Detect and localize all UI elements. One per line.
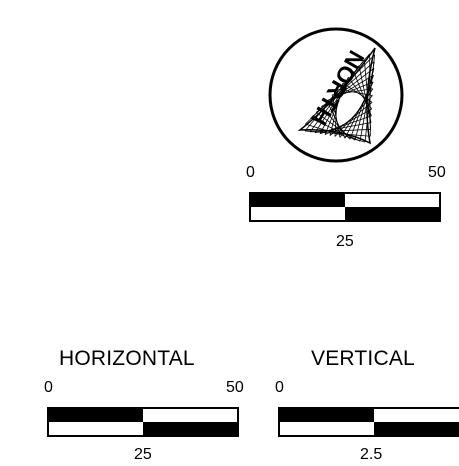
scale-main-tick-end: 50 bbox=[428, 164, 446, 181]
north-arrow-hatch-line bbox=[310, 61, 375, 119]
scale-bar-horizontal bbox=[47, 407, 239, 437]
scale-bar-main bbox=[249, 192, 441, 222]
scale-vertical-heading: VERTICAL bbox=[311, 347, 415, 370]
scale-vertical-tick-start: 0 bbox=[275, 379, 284, 396]
north-arrow-hatch-line bbox=[339, 88, 374, 138]
north-arrow-hatch-line bbox=[332, 88, 373, 96]
north-arrow-hatch-line bbox=[359, 61, 375, 142]
north-arrow-hatch-line bbox=[321, 106, 351, 140]
scale-vertical-tick-mid: 2.5 bbox=[360, 446, 383, 463]
north-arrow-hatch-line bbox=[326, 81, 374, 102]
scale-main-tick-start: 0 bbox=[246, 164, 255, 181]
scale-horizontal-tick-start: 0 bbox=[44, 379, 53, 396]
north-arrow-hatch-line bbox=[326, 100, 346, 139]
scale-horizontal-tick-end: 50 bbox=[226, 379, 244, 396]
north-arrow-hatch-line bbox=[310, 117, 361, 142]
scale-main-tick-mid: 25 bbox=[336, 233, 354, 250]
north-arrow-hatch-line bbox=[305, 54, 375, 125]
north-arrow-icon: NORTH bbox=[268, 27, 404, 163]
north-arrow-hatch-line bbox=[331, 94, 341, 138]
north-arrow-hatch-line bbox=[364, 54, 376, 143]
scale-horizontal-heading: HORIZONTAL bbox=[59, 347, 195, 370]
scale-bar-vertical bbox=[278, 407, 459, 437]
north-arrow-hatch-line bbox=[305, 123, 366, 143]
north-arrow-hatch-line bbox=[344, 81, 374, 139]
scale-horizontal-tick-mid: 25 bbox=[134, 446, 152, 463]
